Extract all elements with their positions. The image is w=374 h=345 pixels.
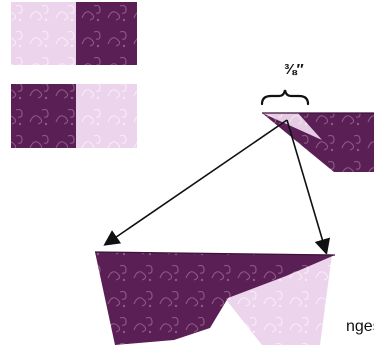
light-square	[76, 84, 137, 148]
caption-text: ngest	[346, 318, 374, 335]
arrow-right	[286, 119, 331, 256]
light-square	[11, 2, 76, 65]
folded-triangle-unit	[94, 251, 336, 345]
two-patch-top	[11, 2, 137, 65]
measurement-brace	[260, 89, 310, 106]
two-patch-bottom	[11, 84, 137, 148]
measurement-label: ⅜″	[284, 61, 304, 78]
dark-square	[11, 84, 76, 148]
arrow-left	[103, 119, 288, 246]
dark-square	[76, 2, 137, 65]
triangle-detail	[262, 112, 374, 172]
